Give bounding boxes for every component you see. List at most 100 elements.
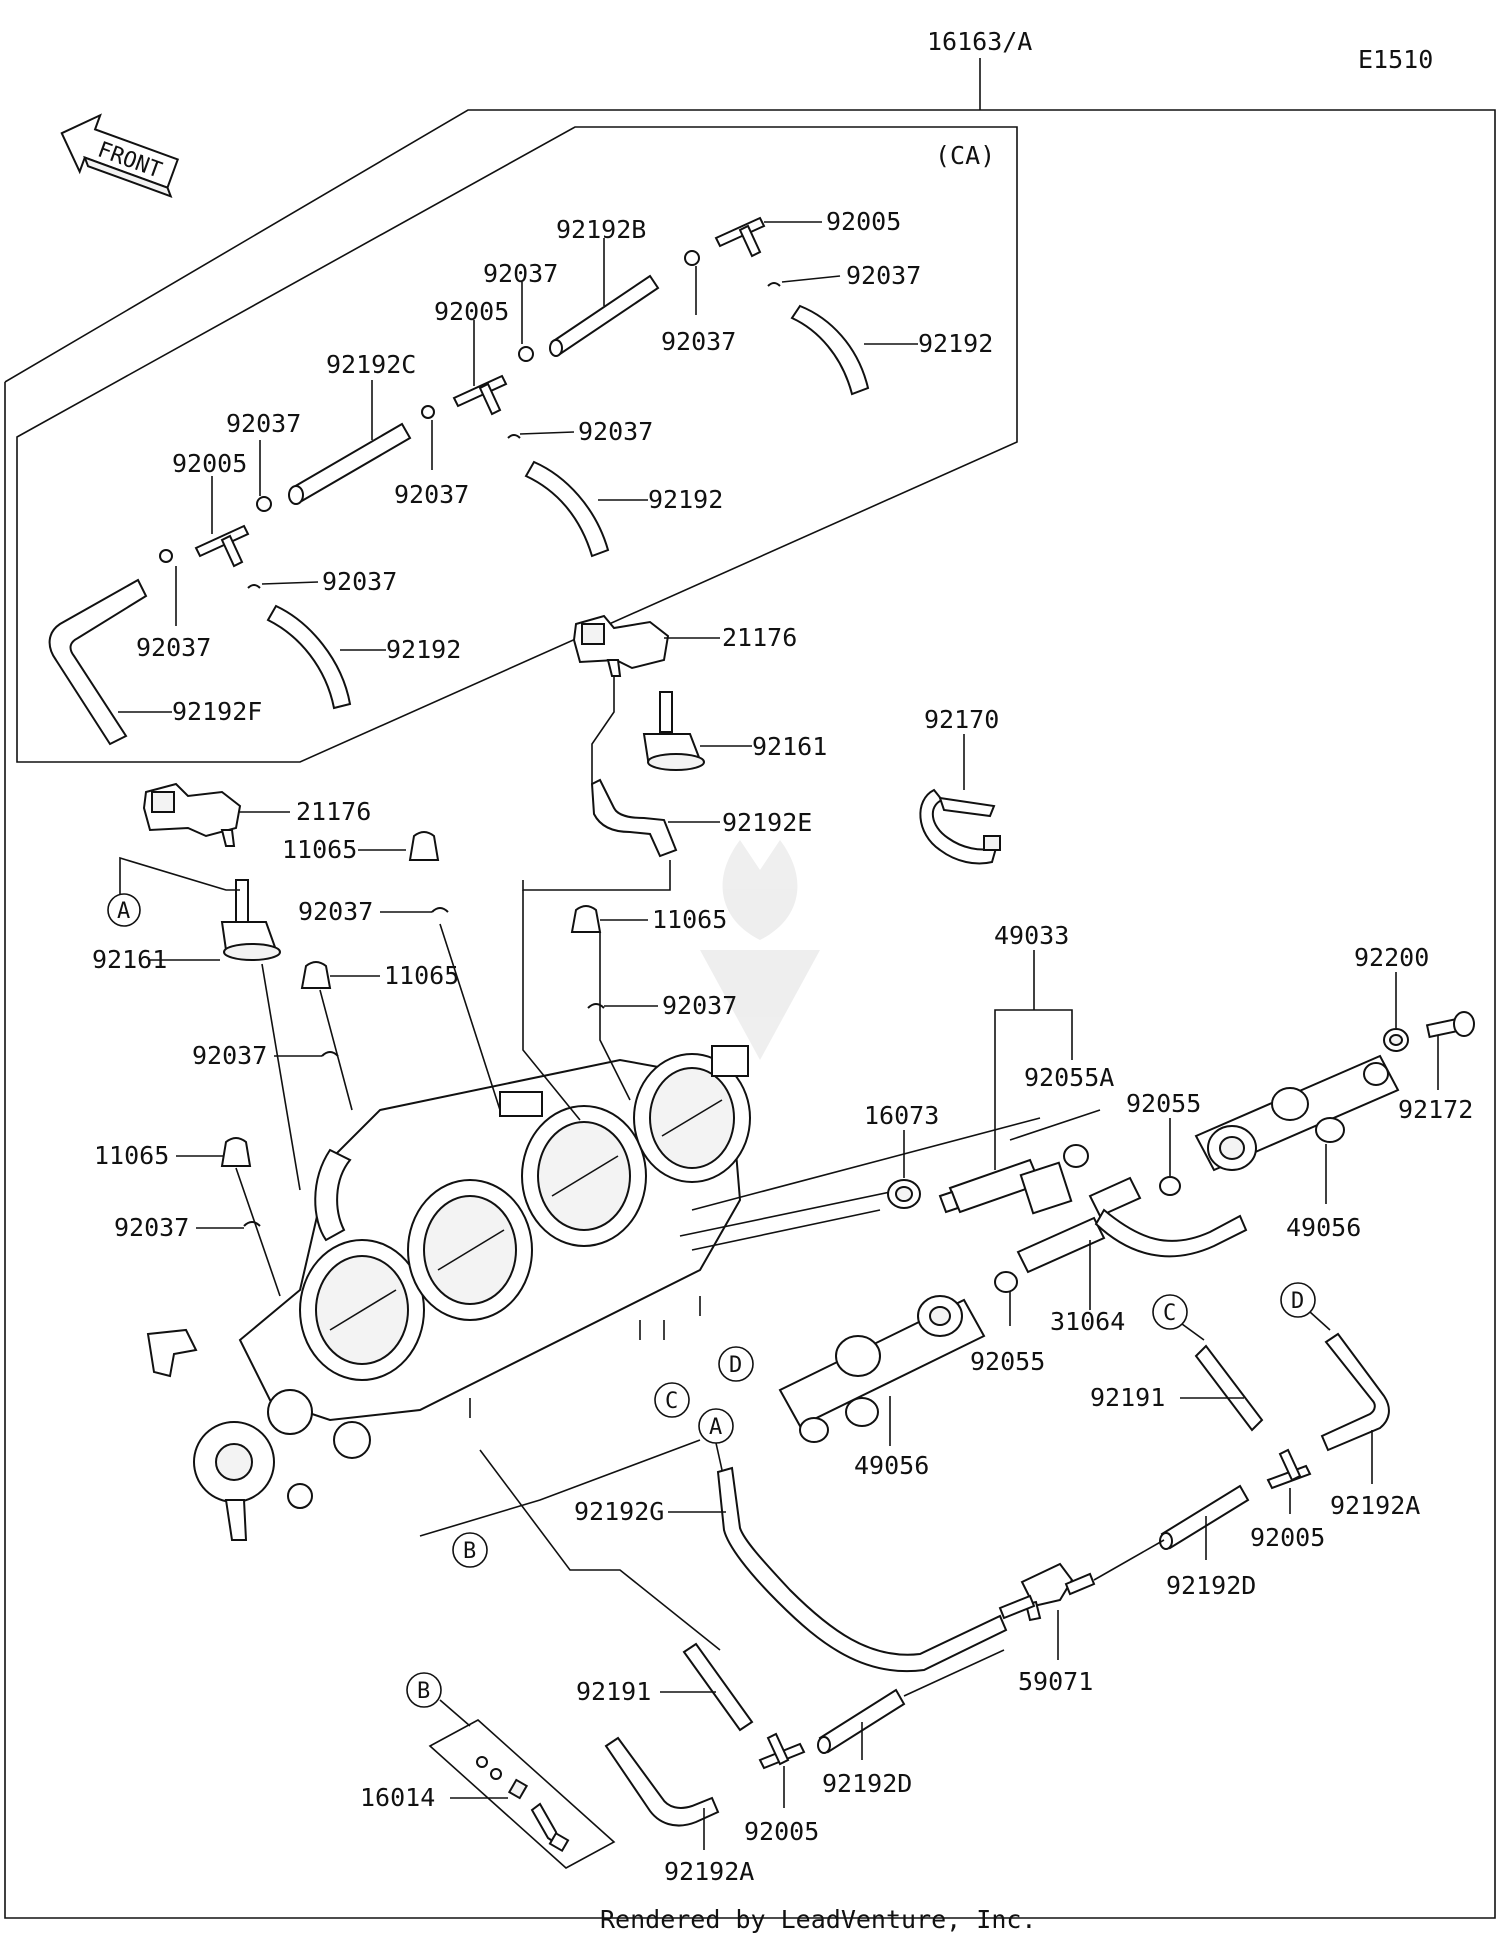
bolt-92172[interactable] bbox=[1425, 1011, 1475, 1039]
clip-92037-g[interactable] bbox=[159, 549, 173, 563]
tube-92192b[interactable] bbox=[549, 274, 660, 357]
part-label-92037-j[interactable]: 92037 bbox=[662, 991, 737, 1020]
fuel-pipe-joint-31064[interactable] bbox=[1016, 1176, 1248, 1274]
part-label-92005-e[interactable]: 92005 bbox=[744, 1817, 819, 1846]
part-label-16014[interactable]: 16014 bbox=[360, 1783, 435, 1812]
throttle-linkage[interactable] bbox=[146, 1328, 371, 1541]
hose-92192-upper[interactable] bbox=[790, 304, 870, 396]
clip-92037-f[interactable] bbox=[256, 496, 272, 512]
part-label-92037-f[interactable]: 92037 bbox=[226, 409, 301, 438]
hose-92192e[interactable] bbox=[590, 778, 678, 858]
part-label-92005-a[interactable]: 92005 bbox=[826, 207, 901, 236]
part-label-92192-c[interactable]: 92192 bbox=[386, 635, 461, 664]
t-joint-92005-right[interactable] bbox=[1266, 1448, 1312, 1490]
t-joint-92005-upper[interactable] bbox=[714, 216, 766, 258]
cap-11065-d[interactable] bbox=[220, 1137, 252, 1167]
clip-92037-e[interactable] bbox=[507, 434, 521, 439]
clip-92037-b[interactable] bbox=[767, 282, 781, 287]
band-clamp-92170[interactable] bbox=[919, 788, 1001, 865]
hose-92192f[interactable] bbox=[48, 578, 148, 746]
clip-92037-d[interactable] bbox=[421, 405, 435, 419]
hose-92192g[interactable] bbox=[716, 1466, 1008, 1673]
callout-a-top[interactable] bbox=[107, 893, 141, 927]
hose-92192-middle[interactable] bbox=[524, 460, 610, 558]
fuel-rail-49056-upper[interactable] bbox=[1194, 1054, 1400, 1172]
part-label-21176-a[interactable]: 21176 bbox=[722, 623, 797, 652]
cap-11065-c[interactable] bbox=[570, 905, 602, 933]
clip-92037-k[interactable] bbox=[321, 1051, 339, 1057]
callout-c-right[interactable] bbox=[1152, 1294, 1188, 1330]
part-label-92037-g[interactable]: 92037 bbox=[136, 633, 211, 662]
t-joint-92005-middle[interactable] bbox=[452, 374, 508, 416]
clip-92037-a[interactable] bbox=[684, 250, 700, 266]
cap-11065-a[interactable] bbox=[408, 831, 440, 861]
part-label-92161-a[interactable]: 92161 bbox=[752, 732, 827, 761]
part-label-92005-c[interactable]: 92005 bbox=[172, 449, 247, 478]
clip-92037-c[interactable] bbox=[518, 346, 534, 362]
part-label-21176-b[interactable]: 21176 bbox=[296, 797, 371, 826]
callout-b-mid[interactable] bbox=[452, 1532, 488, 1568]
part-label-92200[interactable]: 92200 bbox=[1354, 943, 1429, 972]
part-label-92192a-b[interactable]: 92192A bbox=[664, 1857, 754, 1886]
part-label-92037-b[interactable]: 92037 bbox=[846, 261, 921, 290]
fuel-rail-49056-lower[interactable] bbox=[778, 1295, 986, 1443]
throttle-body-assembly[interactable] bbox=[238, 1045, 751, 1422]
hose-92192-lower[interactable] bbox=[266, 604, 352, 710]
part-label-92037-a[interactable]: 92037 bbox=[661, 327, 736, 356]
part-label-92055-b[interactable]: 92055 bbox=[970, 1347, 1045, 1376]
part-label-92192b[interactable]: 92192B bbox=[556, 215, 646, 244]
cap-11065-b[interactable] bbox=[300, 961, 332, 989]
pressure-fitting-92161-upper[interactable] bbox=[642, 691, 705, 771]
part-label-92192f[interactable]: 92192F bbox=[172, 697, 262, 726]
part-label-92037-l[interactable]: 92037 bbox=[114, 1213, 189, 1242]
part-label-92037-d[interactable]: 92037 bbox=[394, 480, 469, 509]
clip-92037-i[interactable] bbox=[431, 907, 449, 913]
hose-92192a-right[interactable] bbox=[1320, 1332, 1390, 1452]
pilot-screw-kit-16014[interactable] bbox=[476, 1756, 570, 1853]
part-label-16073[interactable]: 16073 bbox=[864, 1101, 939, 1130]
callout-b-lower[interactable] bbox=[406, 1672, 442, 1708]
part-label-92055a[interactable]: 92055A bbox=[1024, 1063, 1114, 1092]
part-label-92037-e[interactable]: 92037 bbox=[578, 417, 653, 446]
tube-92192d-upper[interactable] bbox=[1159, 1484, 1250, 1550]
part-label-92191-b[interactable]: 92191 bbox=[576, 1677, 651, 1706]
part-label-11065-b[interactable]: 11065 bbox=[384, 961, 459, 990]
part-label-92192g[interactable]: 92192G bbox=[574, 1497, 664, 1526]
part-label-92191-a[interactable]: 92191 bbox=[1090, 1383, 1165, 1412]
oring-92055a[interactable] bbox=[1063, 1144, 1089, 1168]
part-label-92192-a[interactable]: 92192 bbox=[918, 329, 993, 358]
part-label-92055-a[interactable]: 92055 bbox=[1126, 1089, 1201, 1118]
part-label-92037-i[interactable]: 92037 bbox=[298, 897, 373, 926]
callout-d-right[interactable] bbox=[1280, 1282, 1316, 1318]
t-joint-92005-lower[interactable] bbox=[758, 1732, 806, 1770]
part-label-11065-a[interactable]: 11065 bbox=[282, 835, 357, 864]
part-label-59071[interactable]: 59071 bbox=[1018, 1667, 1093, 1696]
sensor-21176-upper[interactable] bbox=[572, 614, 670, 677]
part-label-31064[interactable]: 31064 bbox=[1050, 1307, 1125, 1336]
part-label-92192d-a[interactable]: 92192D bbox=[1166, 1571, 1256, 1600]
part-label-92192-b[interactable]: 92192 bbox=[648, 485, 723, 514]
t-joint-92005-left[interactable] bbox=[194, 524, 250, 568]
tube-92191-lower[interactable] bbox=[682, 1642, 754, 1732]
part-label-49056-a[interactable]: 49056 bbox=[1286, 1213, 1361, 1242]
part-label-92192d-b[interactable]: 92192D bbox=[822, 1769, 912, 1798]
oring-92055-lower[interactable] bbox=[994, 1271, 1018, 1293]
part-label-11065-d[interactable]: 11065 bbox=[94, 1141, 169, 1170]
part-label-92005-d[interactable]: 92005 bbox=[1250, 1523, 1325, 1552]
callout-d-mid[interactable] bbox=[718, 1346, 754, 1382]
part-label-11065-c[interactable]: 11065 bbox=[652, 905, 727, 934]
part-label-92192e[interactable]: 92192E bbox=[722, 808, 812, 837]
injector-49033[interactable] bbox=[938, 1158, 1073, 1215]
sensor-21176-lower[interactable] bbox=[142, 782, 242, 847]
part-label-92037-h[interactable]: 92037 bbox=[322, 567, 397, 596]
tube-92192d-lower[interactable] bbox=[817, 1688, 906, 1754]
assembly-part-label[interactable]: 16163/A bbox=[927, 27, 1032, 56]
clip-92037-j[interactable] bbox=[587, 1003, 605, 1009]
part-label-92192c[interactable]: 92192C bbox=[326, 350, 416, 379]
clip-92037-h[interactable] bbox=[247, 584, 261, 589]
part-label-92192a-a[interactable]: 92192A bbox=[1330, 1491, 1420, 1520]
part-label-92037-c[interactable]: 92037 bbox=[483, 259, 558, 288]
clip-92037-l[interactable] bbox=[243, 1221, 261, 1227]
hose-92192a-lower[interactable] bbox=[604, 1736, 720, 1827]
part-label-49033[interactable]: 49033 bbox=[994, 921, 1069, 950]
